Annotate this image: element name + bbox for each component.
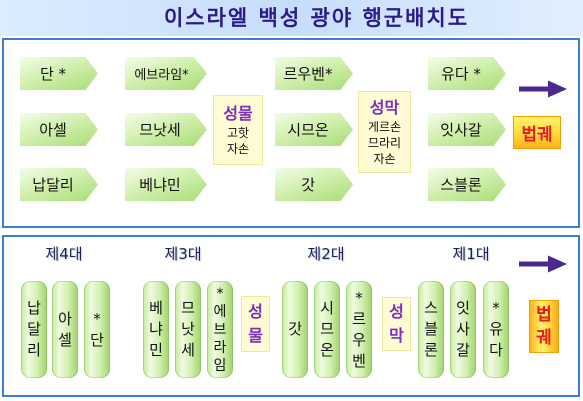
bottom-formation-panel: 제4대 제3대 제2대 제1대 납달리 아셀 *단 베냐민 므낫세 *에브라임 … [2, 235, 580, 397]
holy-things-box: 성물 고핫 자손 [213, 95, 263, 165]
tribe-bar-gad: 갓 [282, 281, 308, 378]
tabernacle-box: 성막 게르손 므라리 자손 [358, 91, 411, 173]
tribe-bar-dan: *단 [84, 281, 110, 378]
tribe-tag-gad: 갓 [275, 168, 353, 201]
ark-box: 법궤 [513, 116, 561, 149]
tribe-bar-naphtali: 납달리 [21, 281, 47, 378]
tribe-bar-label: 아셀 [58, 309, 72, 349]
tabernacle-line: 자손 [373, 152, 396, 166]
tribe-tag-judah: 유다 * [428, 57, 506, 90]
holy-things-title: 성물 [223, 104, 253, 123]
tribe-bar-label: 잇사갈 [456, 299, 470, 359]
tribe-bar-label: *에브라임 [213, 285, 227, 374]
tribe-tag-reuben: 르우벤* [275, 57, 353, 90]
tribe-bar-label: 납달리 [27, 299, 41, 359]
tribe-tag-zebulun: 스블론 [428, 168, 506, 201]
tribe-bar-label: 베냐민 [149, 299, 163, 359]
tribe-tag-simeon: 시므온 [275, 113, 353, 146]
tribe-bar-ephraim: *에브라임 [207, 281, 233, 378]
tribe-tag-issachar: 잇사갈 [428, 113, 506, 146]
division-heading-4: 제4대 [45, 245, 83, 263]
tribe-bar-label: *단 [90, 309, 104, 349]
tribe-bar-label: *르우벤 [352, 288, 366, 370]
tribe-tag-naphtali: 납달리 [20, 168, 98, 201]
tribe-tag-ephraim: 에브라임* [125, 57, 207, 90]
tribe-tag-dan: 단 * [20, 57, 98, 90]
tribe-bar-manasseh: 므낫세 [175, 281, 201, 378]
tabernacle-line: 므라리 [367, 136, 402, 150]
tribe-bar-label: 갓 [288, 320, 302, 338]
tribe-bar-label: 시므온 [320, 299, 334, 359]
holy-things-title: 성물 [248, 302, 263, 345]
right-arrow-icon [519, 80, 567, 98]
tribe-bar-issachar: 잇사갈 [450, 281, 476, 378]
tabernacle-title: 성막 [369, 98, 400, 117]
holy-things-line: 고핫 [226, 126, 250, 140]
tabernacle-box: 성막 [382, 297, 411, 351]
tribe-tag-benjamin: 베냐민 [125, 168, 207, 201]
tribe-bar-judah: *유다 [483, 281, 509, 378]
page-title: 이스라엘 백성 광야 행군배치도 [163, 6, 470, 30]
tabernacle-title: 성막 [389, 302, 404, 345]
holy-things-line: 자손 [226, 142, 250, 156]
title-banner: 이스라엘 백성 광야 행군배치도 [0, 0, 583, 36]
tribe-tag-manasseh: 므낫세 [125, 113, 207, 146]
tribe-bar-zebulun: 스블론 [418, 281, 444, 378]
tribe-bar-benjamin: 베냐민 [143, 281, 169, 378]
tribe-bar-reuben: *르우벤 [346, 281, 372, 378]
ark-label: 법궤 [536, 304, 552, 348]
tribe-tag-asher: 아셀 [20, 113, 98, 146]
division-heading-1: 제1대 [452, 245, 490, 263]
right-arrow-icon [519, 255, 567, 273]
division-heading-3: 제3대 [164, 245, 202, 263]
tribe-bar-simeon: 시므온 [314, 281, 340, 378]
tribe-bar-label: *유다 [489, 299, 503, 359]
tribe-bar-asher: 아셀 [52, 281, 78, 378]
tribe-bar-label: 스블론 [424, 299, 438, 359]
tribe-bar-label: 므낫세 [181, 299, 195, 359]
tabernacle-line: 게르손 [367, 120, 402, 134]
top-formation-panel: 단 * 아셀 납달리 에브라임* 므낫세 베냐민 성물 고핫 자손 르우벤* 시… [2, 38, 580, 228]
division-heading-2: 제2대 [307, 245, 345, 263]
ark-box: 법궤 [529, 300, 559, 353]
holy-things-box: 성물 [241, 296, 270, 352]
